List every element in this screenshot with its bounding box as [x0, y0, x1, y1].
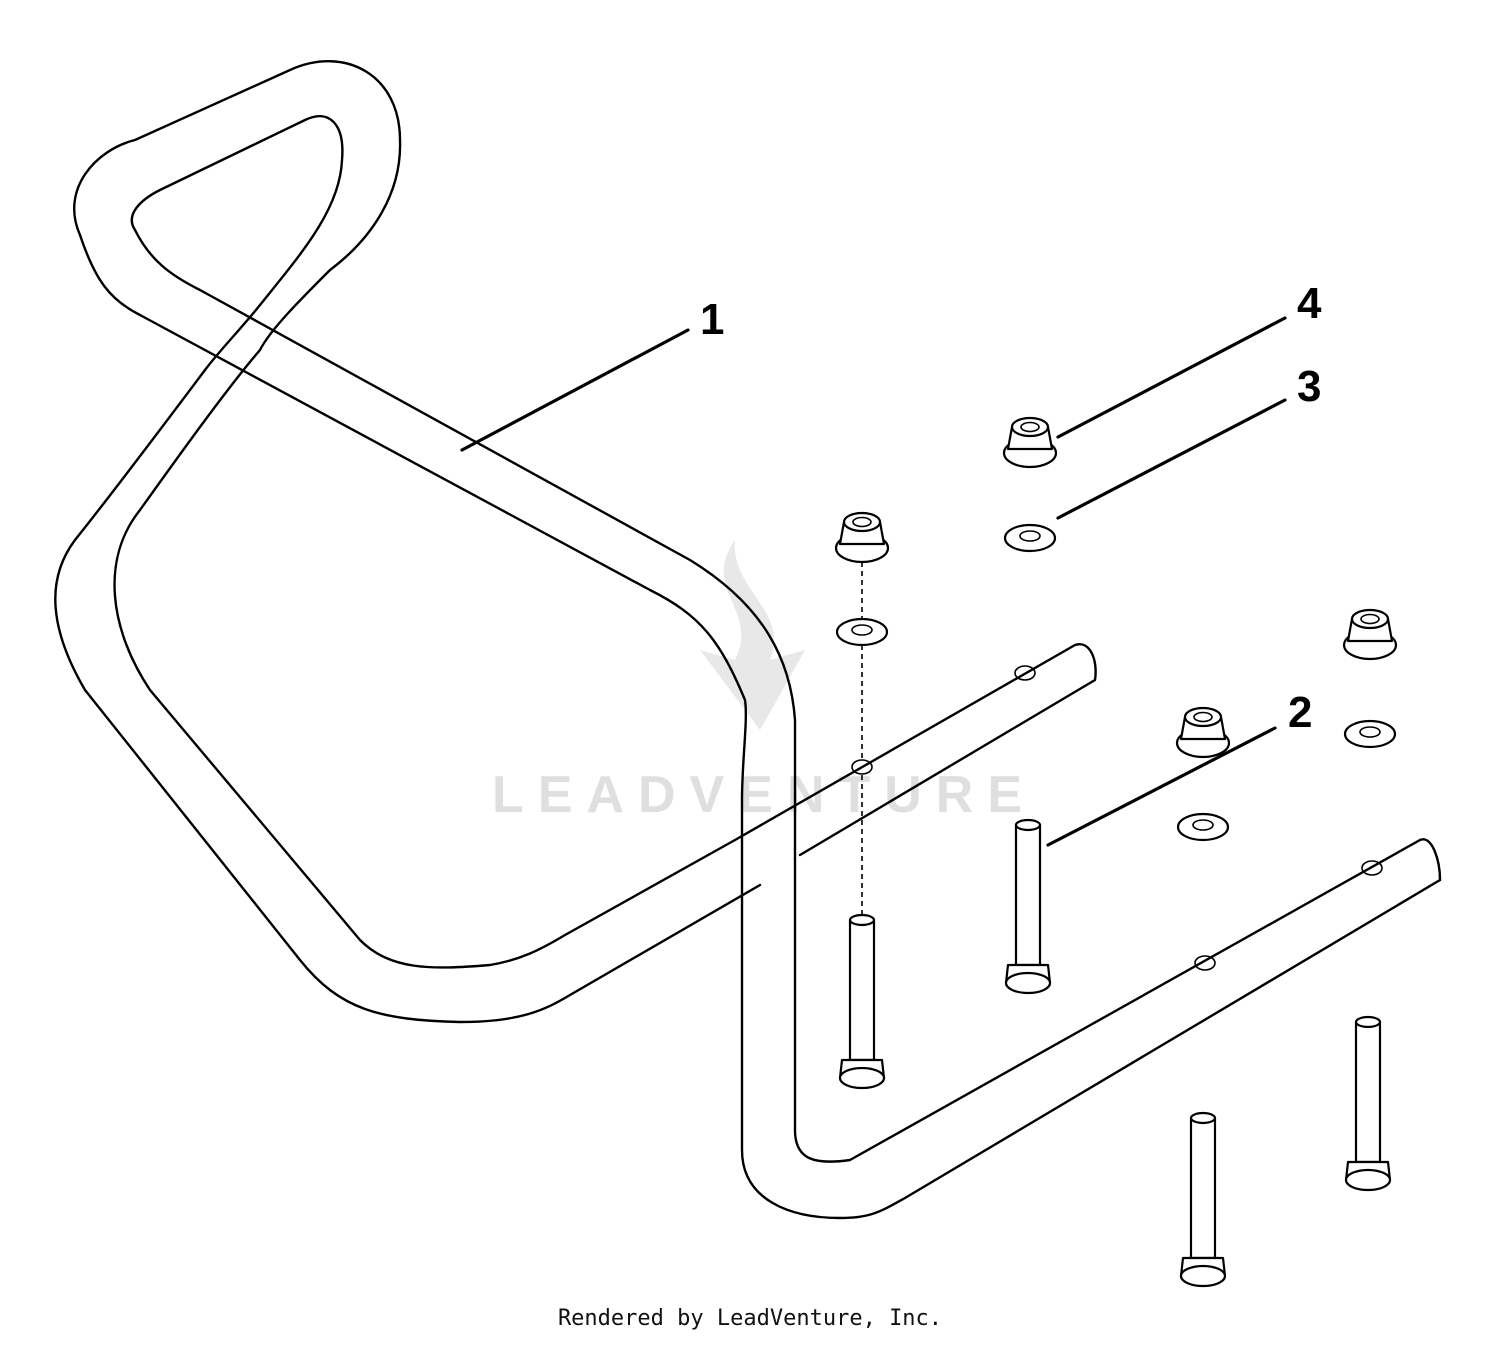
flange-nut [834, 511, 890, 564]
bumper-tube-top-bar-lower [133, 228, 1422, 1163]
washer [1176, 812, 1230, 842]
bumper-right-mount-end [1418, 838, 1442, 882]
bumper-tube-top-bar-upper [78, 233, 1442, 1220]
washer [835, 617, 889, 647]
bumper-left-mount-bar [733, 643, 1097, 857]
leader-line-1 [460, 328, 690, 452]
flange-nut [1342, 608, 1398, 661]
washer [1003, 523, 1057, 553]
leader-line-3 [1056, 398, 1287, 520]
bumper-tube-inner-edge [54, 114, 762, 1024]
callout-4: 4 [1297, 279, 1322, 328]
mount-hole [1194, 955, 1216, 971]
leader-line-2 [1046, 726, 1277, 847]
hex-bolt [1004, 818, 1052, 995]
footer-credit: Rendered by LeadVenture, Inc. [557, 1306, 943, 1331]
mount-hole [851, 759, 873, 775]
flange-nut [1175, 706, 1231, 759]
mount-hole [1361, 860, 1383, 876]
bumper-tube-outer-edge [73, 60, 737, 969]
hex-bolt [1344, 1015, 1392, 1192]
bumper-tube [54, 60, 1442, 1220]
hex-bolt [1179, 1111, 1227, 1288]
mount-hole [1014, 665, 1036, 681]
callout-3: 3 [1297, 362, 1321, 411]
callout-1: 1 [700, 295, 724, 344]
callout-2: 2 [1288, 688, 1312, 737]
flange-nut [1002, 416, 1058, 469]
hex-bolt [838, 913, 886, 1090]
watermark-text: LEADVENTURE [492, 766, 1036, 824]
washer [1343, 719, 1397, 749]
watermark: LEADVENTURE [492, 540, 1036, 824]
leader-line-4 [1056, 316, 1287, 439]
watermark-logo-icon [700, 540, 805, 730]
